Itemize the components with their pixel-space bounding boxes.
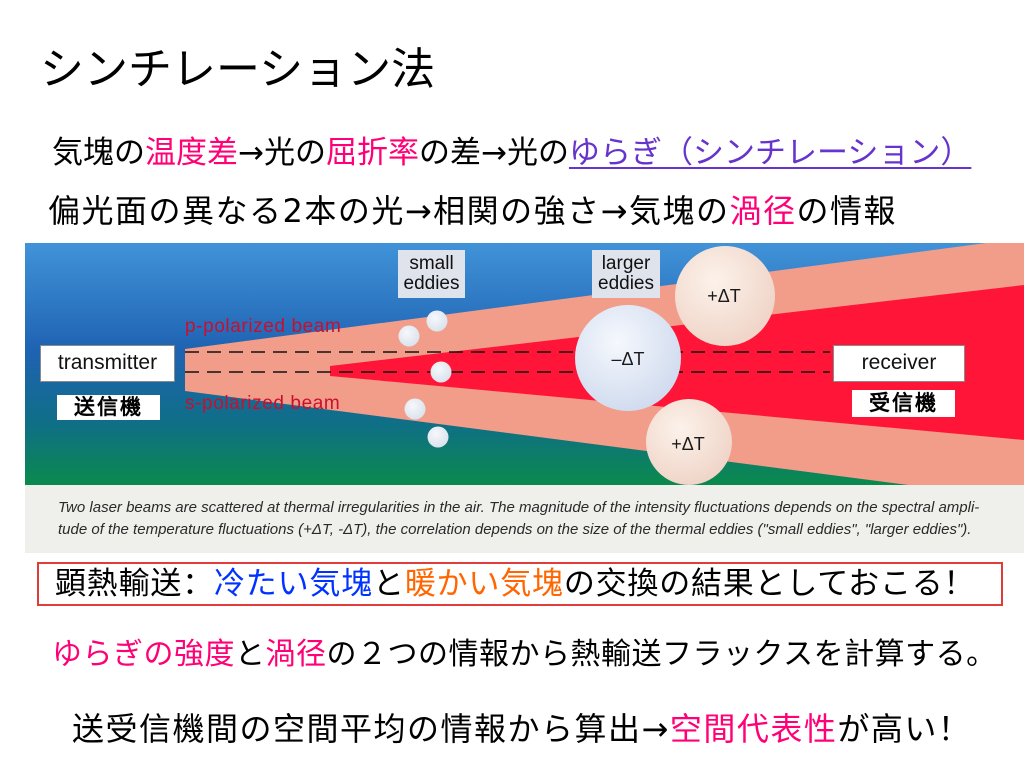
highlight-eddy-diameter: 渦径: [265, 637, 327, 672]
warm-eddy-upper-label: +ΔT: [707, 286, 741, 306]
sensible-heat-callout: 顕熱輸送：冷たい気塊と暖かい気塊の交換の結果としておこる！: [37, 562, 1003, 606]
slide-title: シンチレーション法: [40, 44, 436, 95]
correlation-statement: 偏光面の異なる2本の光→相関の強さ→気塊の渦径の情報: [48, 191, 897, 231]
statement-text: の情報: [796, 192, 898, 230]
spatial-statement: 送受信機間の空間平均の情報から算出→空間代表性が高い！: [72, 709, 971, 749]
label-line: larger: [601, 253, 651, 274]
small-eddy: [404, 398, 426, 420]
small-eddies-label: small eddies: [398, 250, 465, 298]
small-eddy: [427, 426, 449, 448]
diagram-caption-line-2: tude of the temperature fluctuations (+Δ…: [58, 521, 972, 538]
highlight-fluctuation-intensity: ゆらぎの強度: [52, 637, 235, 672]
statement-text: 偏光面の異なる2本の光→相関の強さ→気塊の: [48, 192, 730, 230]
label-line: small: [409, 253, 454, 274]
highlight-eddy-diameter: 渦径: [729, 192, 797, 230]
highlight-temperature-difference: 温度差: [145, 135, 238, 171]
warm-eddy-lower: [646, 399, 732, 485]
warm-eddy-lower-label: +ΔT: [671, 434, 705, 454]
s-polarized-beam-label: s-polarized beam: [185, 393, 341, 414]
small-eddy: [430, 361, 452, 383]
label-line: eddies: [403, 273, 460, 294]
small-eddy: [398, 325, 420, 347]
cold-eddy-label: –ΔT: [611, 349, 645, 369]
small-eddy: [426, 310, 448, 332]
transmitter-box: transmitter: [40, 345, 175, 382]
warm-eddy-upper: [675, 246, 775, 346]
statement-text: 気塊の: [52, 135, 145, 171]
statement-text: と: [235, 637, 266, 672]
statement-text: の２つの情報から熱輸送フラックスを計算する。: [326, 637, 997, 672]
highlight-refractive-index: 屈折率: [325, 135, 419, 171]
statement-text: →光の: [238, 135, 326, 171]
flux-statement: ゆらぎの強度と渦径の２つの情報から熱輸送フラックスを計算する。: [52, 635, 997, 675]
larger-eddies-label: larger eddies: [592, 250, 660, 298]
statement-text: の差→光の: [418, 135, 569, 171]
highlight-scintillation: ゆらぎ（シンチレーション）: [568, 135, 972, 171]
highlight-warm-air: 暖かい気塊: [404, 566, 564, 602]
diagram-caption-line-1: Two laser beams are scattered at thermal…: [58, 499, 980, 516]
receiver-jp-label: 受信機: [852, 390, 955, 417]
caption-panel: [25, 485, 1024, 553]
label-line: eddies: [598, 273, 654, 294]
callout-text: と: [373, 566, 405, 602]
cold-eddy: [575, 305, 681, 411]
highlight-spatial-representativeness: 空間代表性: [669, 710, 838, 748]
statement-text: が高い！: [837, 710, 972, 748]
refraction-statement: 気塊の温度差→光の屈折率の差→光のゆらぎ（シンチレーション）: [52, 133, 971, 173]
highlight-cold-air: 冷たい気塊: [214, 566, 373, 602]
callout-text: の交換の結果としておこる！: [563, 566, 976, 602]
scintillation-diagram: small eddies larger eddies p-polarized b…: [18, 238, 1024, 553]
receiver-box: receiver: [833, 345, 965, 382]
p-polarized-beam-label: p-polarized beam: [185, 316, 342, 337]
callout-text: 顕熱輸送：: [55, 566, 214, 602]
statement-text: 送受信機間の空間平均の情報から算出→: [72, 710, 670, 748]
transmitter-jp-label: 送信機: [57, 395, 160, 420]
